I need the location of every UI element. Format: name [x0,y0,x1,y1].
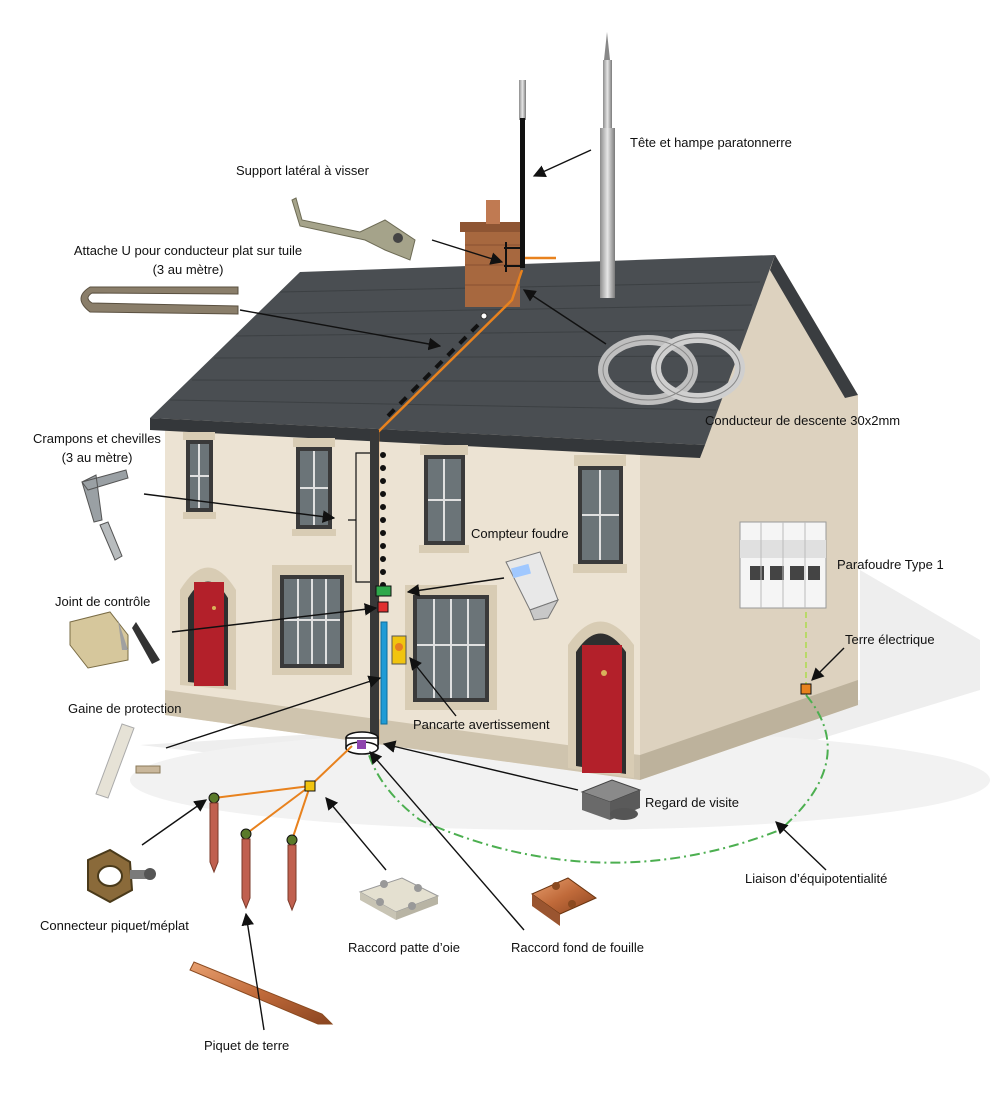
door-left [180,567,236,690]
label-attache-u: Attache U pour conducteur plat sur tuile… [29,241,347,279]
warning-sign [391,635,407,665]
windows-upper [183,432,627,573]
mast-on-chimney [504,80,526,272]
connecteur-piquet-image [87,848,156,904]
compteur-foudre-marker [375,585,392,597]
label-gaine-protection: Gaine de protection [68,701,182,716]
leader-arrows [141,149,845,1031]
attache-u-image [80,286,239,315]
label-piquet-terre: Piquet de terre [204,1038,290,1053]
crampons-image [81,469,129,561]
label-raccord-patte: Raccord patte d’oie [348,940,461,955]
label-support-lateral: Support latéral à visser [236,163,369,178]
earthing-network [208,745,353,912]
label-tete-hampe: Tête et hampe paratonnerre [630,135,792,150]
equipotential-link [367,612,829,864]
label-terre-electrique: Terre électrique [845,632,935,647]
joint-controle-image [69,611,160,669]
house [150,200,858,780]
door-right [568,621,634,778]
label-joint-controle: Joint de contrôle [55,594,151,609]
label-compteur-foudre: Compteur foudre [471,526,569,541]
gaine-protection-marker [380,621,388,725]
label-connecteur-piquet: Connecteur piquet/méplat [40,918,189,933]
parafoudre-image [739,521,827,609]
label-crampons-main: Crampons et chevilles [33,431,161,446]
wall-crampons [380,452,386,588]
compteur-foudre-image [505,551,560,621]
label-regard-visite: Regard de visite [645,795,739,810]
lightning-rod-head-image [600,32,615,298]
roof-clips [382,323,480,422]
house-plinth [165,690,640,780]
regard-visite-image [580,779,642,820]
inspection-pit [345,731,379,755]
windows-lower [272,565,497,710]
label-crampons-note: (3 au mètre) [61,450,133,465]
label-crampons: Crampons et chevilles (3 au mètre) [22,429,172,467]
label-parafoudre: Parafoudre Type 1 [837,557,944,572]
piquet-terre-image [189,961,334,1025]
joint-controle-marker [377,601,389,613]
label-pancarte: Pancarte avertissement [413,717,550,732]
crampons-bracket [348,452,370,583]
gaine-protection-image [95,723,161,799]
label-conducteur-descente: Conducteur de descente 30x2mm [705,413,901,428]
conductor-coil-image [598,333,745,405]
support-lateral-image [291,197,416,261]
label-raccord-fond: Raccord fond de fouille [511,940,644,955]
label-attache-u-main: Attache U pour conducteur plat sur tuile [73,243,303,258]
raccord-patte-oie-image [358,877,440,920]
label-attache-u-note: (3 au mètre) [152,262,224,277]
house-side-wall [640,255,858,780]
raccord-fond-fouille-image [530,877,598,926]
label-liaison: Liaison d’équipotentialité [745,871,888,886]
